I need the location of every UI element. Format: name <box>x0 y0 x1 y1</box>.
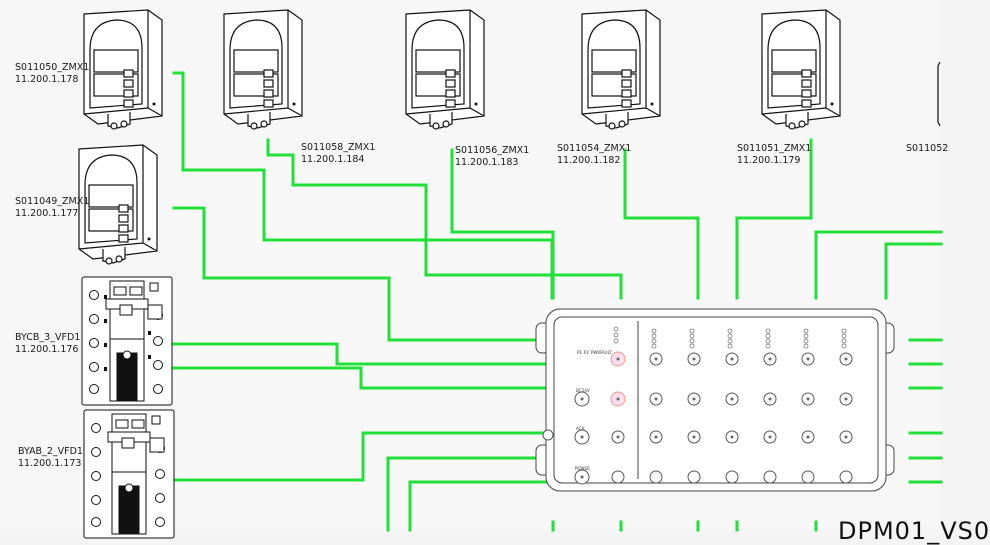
dpm-title: DPM01_VS0 <box>838 517 990 545</box>
cable-byab-a <box>171 431 554 482</box>
zmx-device-icon[interactable] <box>73 143 163 269</box>
dpm-switch-icon[interactable] <box>528 305 948 495</box>
cable-s011052-a <box>814 230 943 300</box>
cable-layer <box>171 71 943 532</box>
cable-s011058 <box>266 138 623 300</box>
cable-s011054 <box>623 148 700 300</box>
zmx-device-icon[interactable] <box>400 8 490 134</box>
zmx-device-icon[interactable] <box>932 60 941 130</box>
zmx-device-icon[interactable] <box>218 8 308 134</box>
cable-s011056 <box>450 148 555 300</box>
dpm-led-label-p2: P2 <box>584 350 589 355</box>
device-label-s011052: S011052 <box>906 143 949 154</box>
dpm-led-label-fault: FAULT <box>600 350 612 355</box>
dpm-led-label-p1: P1 <box>577 350 582 355</box>
zmx-device-icon[interactable] <box>78 8 168 134</box>
vfd-drive-icon[interactable] <box>82 408 177 539</box>
cable-down-1 <box>408 480 554 532</box>
cable-s011052-b <box>884 242 943 300</box>
cable-s011051 <box>735 138 813 300</box>
cable-bycb-a <box>171 342 554 366</box>
cable-byab-b <box>386 456 554 532</box>
zmx-device-icon[interactable] <box>756 8 846 134</box>
dpm-port-label-dc24v: DC24V <box>576 388 590 393</box>
vfd-drive-icon[interactable] <box>80 275 175 408</box>
dpm-led-label-pwr: PWR <box>591 350 601 355</box>
dpm-port-label-power: POWER <box>575 466 590 471</box>
dpm-port-label-aca: ACA <box>576 426 585 431</box>
zmx-device-icon[interactable] <box>576 8 666 134</box>
cable-bycb-b <box>171 366 554 390</box>
cable-s011049 <box>172 206 554 342</box>
